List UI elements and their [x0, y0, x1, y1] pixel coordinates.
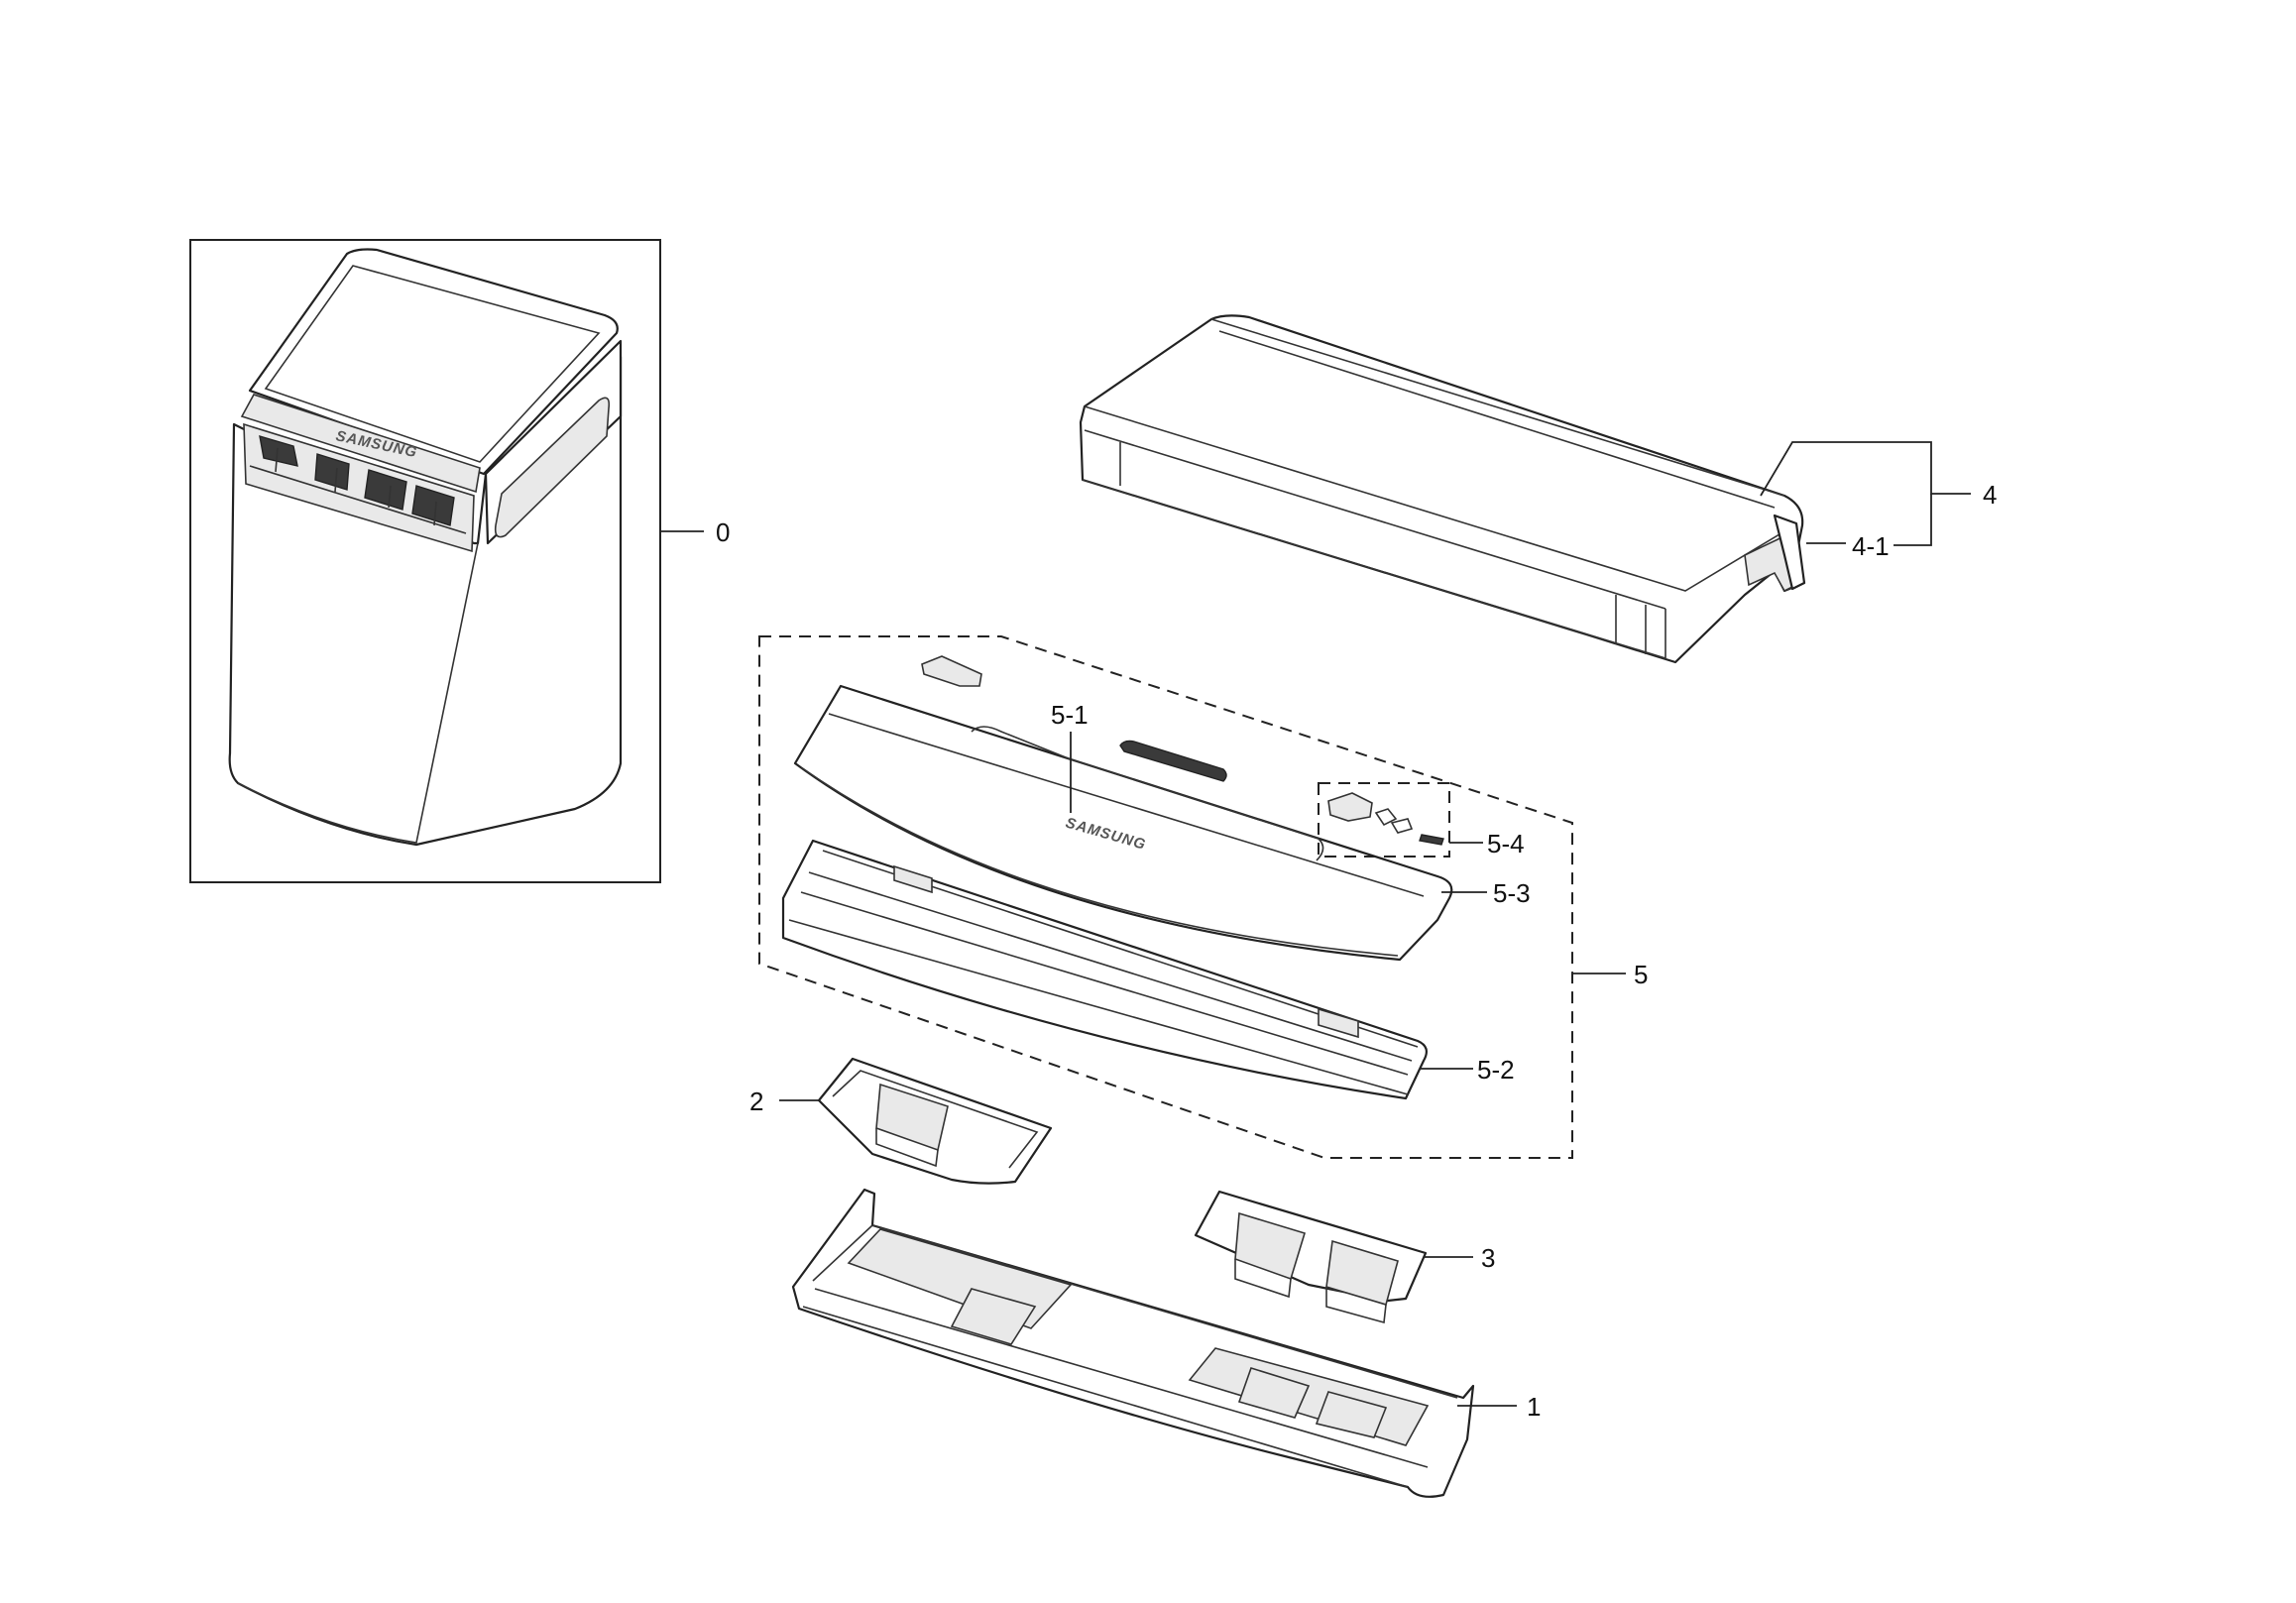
panel-frame-part-5-2	[781, 839, 1429, 1100]
dispenser-part-2: 2	[749, 1057, 1053, 1185]
top-cover	[1079, 314, 1806, 664]
dispenser-part-3: 3	[1194, 1190, 1495, 1324]
callout-0: 0	[716, 517, 730, 547]
washer-frame-box	[189, 239, 661, 883]
callout-1: 1	[1527, 1392, 1541, 1422]
callout-5-2: 5-2	[1477, 1055, 1515, 1085]
panel-clip	[921, 655, 982, 687]
assembly-5-4-boundary	[1318, 782, 1450, 858]
hinge-part-4-1	[1773, 514, 1806, 591]
control-panel-assembly-part-5: 5 SAMSUNG 5-1 5-4 5-3 5-2	[758, 635, 1648, 1159]
callout-2: 2	[749, 1087, 763, 1116]
callout-5-3: 5-3	[1493, 878, 1531, 908]
washer-assembly-part-0: SAMSUNG 0	[189, 239, 730, 883]
callout-3: 3	[1481, 1243, 1495, 1273]
callout-4-1: 4-1	[1852, 531, 1890, 561]
washer-lid	[248, 248, 619, 476]
callout-4: 4	[1983, 480, 1997, 510]
callout-5: 5	[1634, 960, 1648, 989]
latch-part-5-4	[1327, 792, 1373, 822]
top-cover-part-4: 4 4-1	[1079, 314, 1997, 664]
washer-interior	[243, 422, 475, 553]
callout-5-1: 5-1	[1051, 700, 1089, 730]
callout-5-4: 5-4	[1487, 829, 1525, 859]
assembly-5-boundary	[758, 635, 1573, 1159]
base-frame-part-1: 1	[791, 1188, 1541, 1498]
spring-part-5-4	[1419, 834, 1444, 846]
panel-display-slot	[1119, 740, 1227, 782]
washer-control-panel	[240, 394, 481, 494]
